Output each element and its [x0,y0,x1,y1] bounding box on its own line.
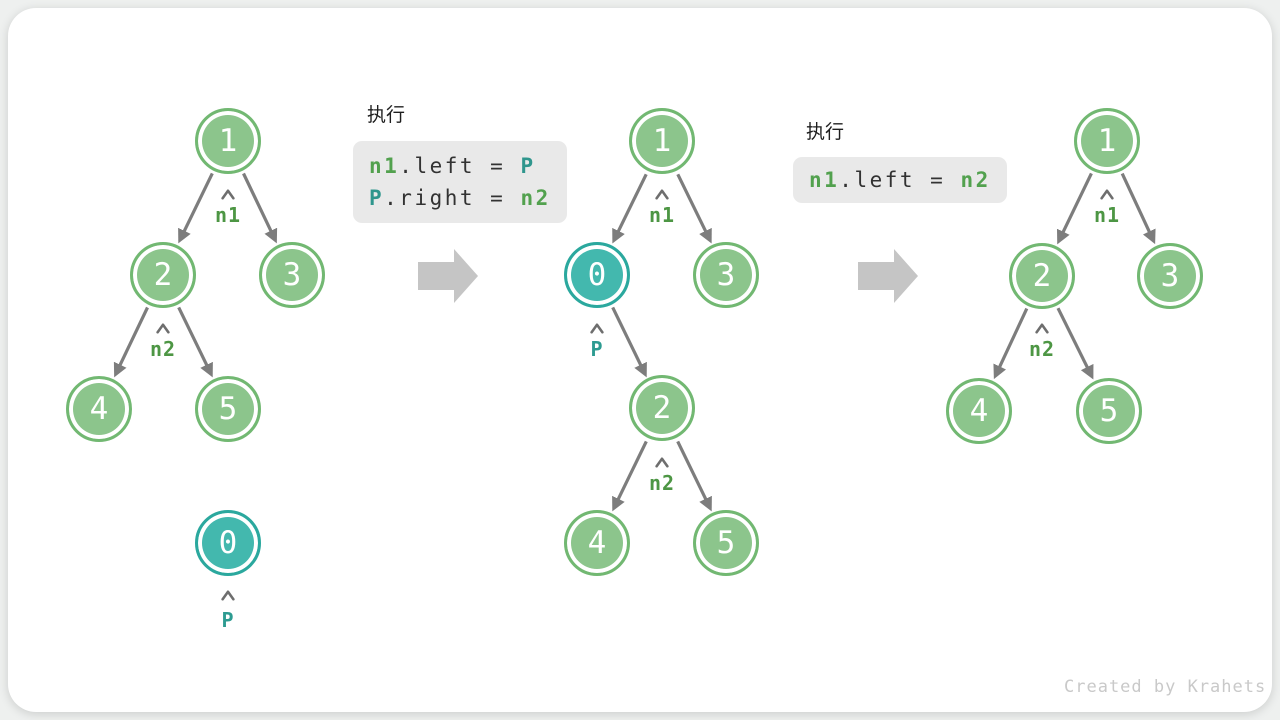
tree1-node-5: 5 [195,376,261,442]
credit-text: Created by Krahets [1064,677,1267,697]
tree3-node-4: 4 [946,378,1012,444]
arrow-up-icon [221,586,236,601]
tree2-node-1: 1 [629,108,695,174]
arrow-up-icon [655,453,670,468]
code-token: .right [384,186,476,210]
code-block-1: n1.left = P P.right = n2 [353,141,567,223]
code-token: = [475,154,521,178]
tree2-node-0: 0 [564,242,630,308]
code-line: n1.left = P [369,150,551,182]
tree1-node-4: 4 [66,376,132,442]
code-token-n1: n1 [809,168,840,192]
tree3-pointer-n2: n2 [1028,337,1056,361]
tree3-pointer-n1: n1 [1093,203,1121,227]
code-token-n1: n1 [369,154,400,178]
code-token: .left [399,154,476,178]
tree1-pointer-n1: n1 [214,203,242,227]
code-token: = [475,186,521,210]
tree2-pointer-p: P [590,337,604,361]
exec-title: 执行 [806,121,845,143]
tree2-node-3: 3 [693,242,759,308]
tree3-node-3: 3 [1137,243,1203,309]
code-block-2: n1.left = n2 [793,157,1007,203]
exec-title: 执行 [367,104,406,126]
code-line: n1.left = n2 [809,164,991,196]
code-token: .left [839,168,916,192]
code-token-p: P [520,154,536,178]
tree3-node-5: 5 [1076,378,1142,444]
code-token-n2: n2 [520,186,551,210]
tree1-pointer-n2: n2 [149,337,177,361]
tree1-node-1: 1 [195,108,261,174]
arrow-up-icon [1100,185,1115,200]
tree2-node-2: 2 [629,375,695,441]
arrow-up-icon [156,319,171,334]
arrow-up-icon [221,185,236,200]
tree1-node-0-floating: 0 [195,510,261,576]
arrow-up-icon [590,319,605,334]
tree1-node-3: 3 [259,242,325,308]
code-token-p: P [369,186,385,210]
diagram-card [8,8,1272,712]
tree2-pointer-n1: n1 [648,203,676,227]
arrow-up-icon [1035,319,1050,334]
code-line: P.right = n2 [369,182,551,214]
tree3-node-2: 2 [1009,243,1075,309]
code-token: = [915,168,961,192]
tree1-node-2: 2 [130,242,196,308]
tree2-node-5: 5 [693,510,759,576]
code-token-n2: n2 [960,168,991,192]
tree2-pointer-n2: n2 [648,471,676,495]
arrow-up-icon [655,185,670,200]
tree1-pointer-p: P [221,608,235,632]
tree2-node-4: 4 [564,510,630,576]
tree3-node-1: 1 [1074,108,1140,174]
